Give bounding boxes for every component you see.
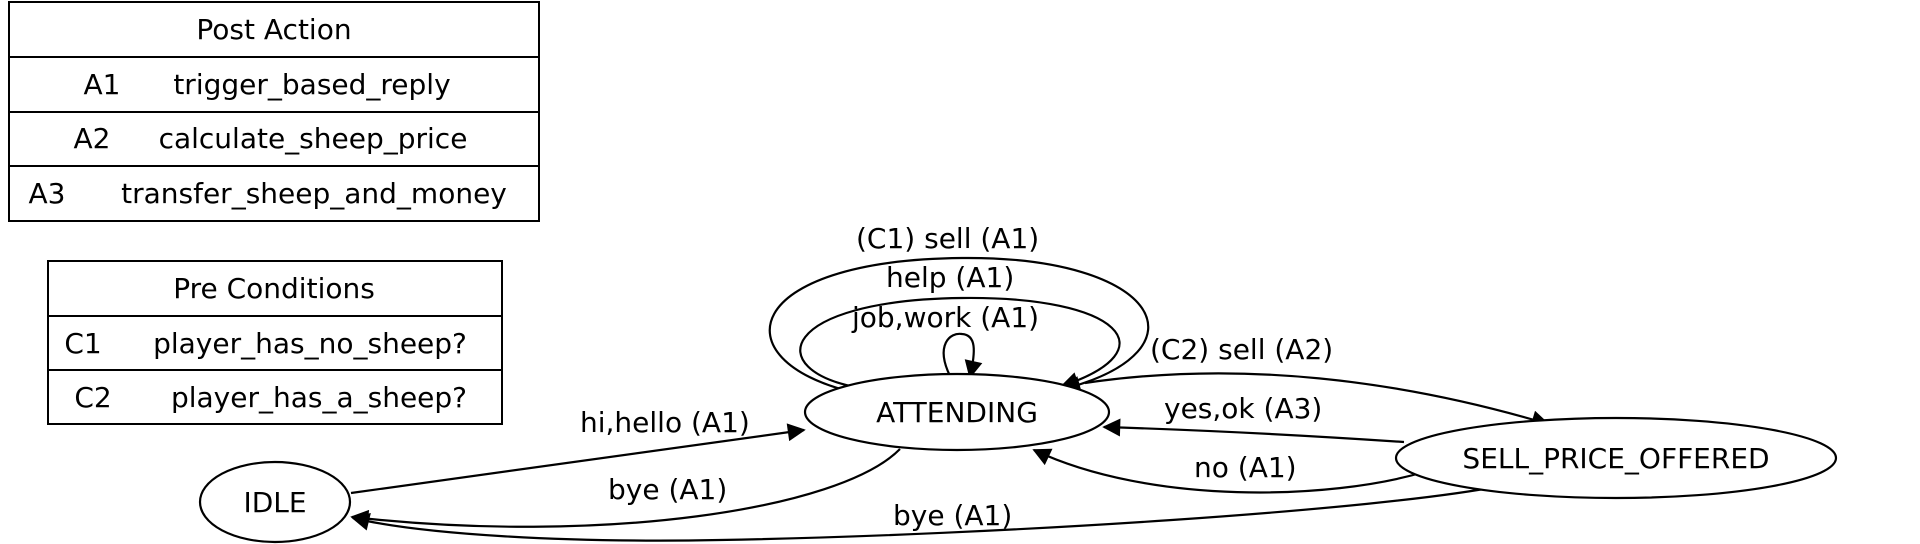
- edge-idle-to-attending: [350, 423, 806, 495]
- state-idle: [198, 460, 352, 544]
- edge-label-idle-to-attending: hi,hello (A1): [580, 406, 750, 439]
- edge-label-attending-to-offered: (C2) sell (A2): [1150, 333, 1333, 366]
- post-action-name: transfer_sheep_and_money: [121, 177, 507, 210]
- edges: [350, 256, 1550, 542]
- edge-self-job-work: [942, 332, 983, 379]
- edge-attending-to-idle: [350, 448, 901, 528]
- edge-offered-no: [1032, 448, 1425, 494]
- edge-label-self-job-work: job,work (A1): [851, 301, 1039, 334]
- edge-offered-yes: [1102, 418, 1405, 444]
- edge-self-sell-c1: [768, 256, 1150, 394]
- pre-conditions-table: Pre Conditions C1 player_has_no_sheep? C…: [47, 260, 503, 425]
- post-action-table: Post Action A1 trigger_based_reply A2 ca…: [8, 1, 540, 222]
- post-action-name: trigger_based_reply: [173, 68, 450, 101]
- pre-condition-code: C2: [74, 381, 111, 414]
- state-attending-label: ATTENDING: [876, 396, 1038, 429]
- post-action-code: A3: [29, 177, 66, 210]
- pre-conditions-table-frame: [47, 260, 503, 425]
- pre-condition-name: player_has_no_sheep?: [153, 327, 467, 360]
- pre-condition-name: player_has_a_sheep?: [171, 381, 467, 414]
- edge-label-offered-yes: yes,ok (A3): [1164, 392, 1322, 425]
- edge-label-self-sell-c1: (C1) sell (A1): [856, 222, 1039, 255]
- states: IDLE ATTENDING SELL_PRICE_OFFERED: [198, 372, 1838, 544]
- edge-label-offered-no: no (A1): [1194, 451, 1297, 484]
- pre-condition-code: C1: [64, 327, 101, 360]
- post-action-name: calculate_sheep_price: [159, 122, 468, 155]
- edge-label-self-help: help (A1): [886, 261, 1014, 294]
- edge-offered-to-idle: [351, 484, 1501, 542]
- edge-self-help: [799, 296, 1121, 390]
- post-action-code: A1: [84, 68, 121, 101]
- state-idle-label: IDLE: [243, 486, 306, 519]
- edge-label-attending-to-idle: bye (A1): [608, 473, 727, 506]
- state-sell-price-offered: [1394, 416, 1838, 500]
- edge-label-offered-to-idle: bye (A1): [893, 499, 1012, 532]
- state-sell-price-offered-label: SELL_PRICE_OFFERED: [1462, 442, 1769, 475]
- post-action-code: A2: [74, 122, 111, 155]
- edge-attending-to-offered: [1084, 372, 1550, 429]
- edge-labels: hi,hello (A1) bye (A1) job,work (A1) hel…: [580, 222, 1333, 532]
- state-attending: [803, 372, 1111, 452]
- post-action-title: Post Action: [196, 13, 351, 46]
- pre-conditions-title: Pre Conditions: [173, 272, 375, 305]
